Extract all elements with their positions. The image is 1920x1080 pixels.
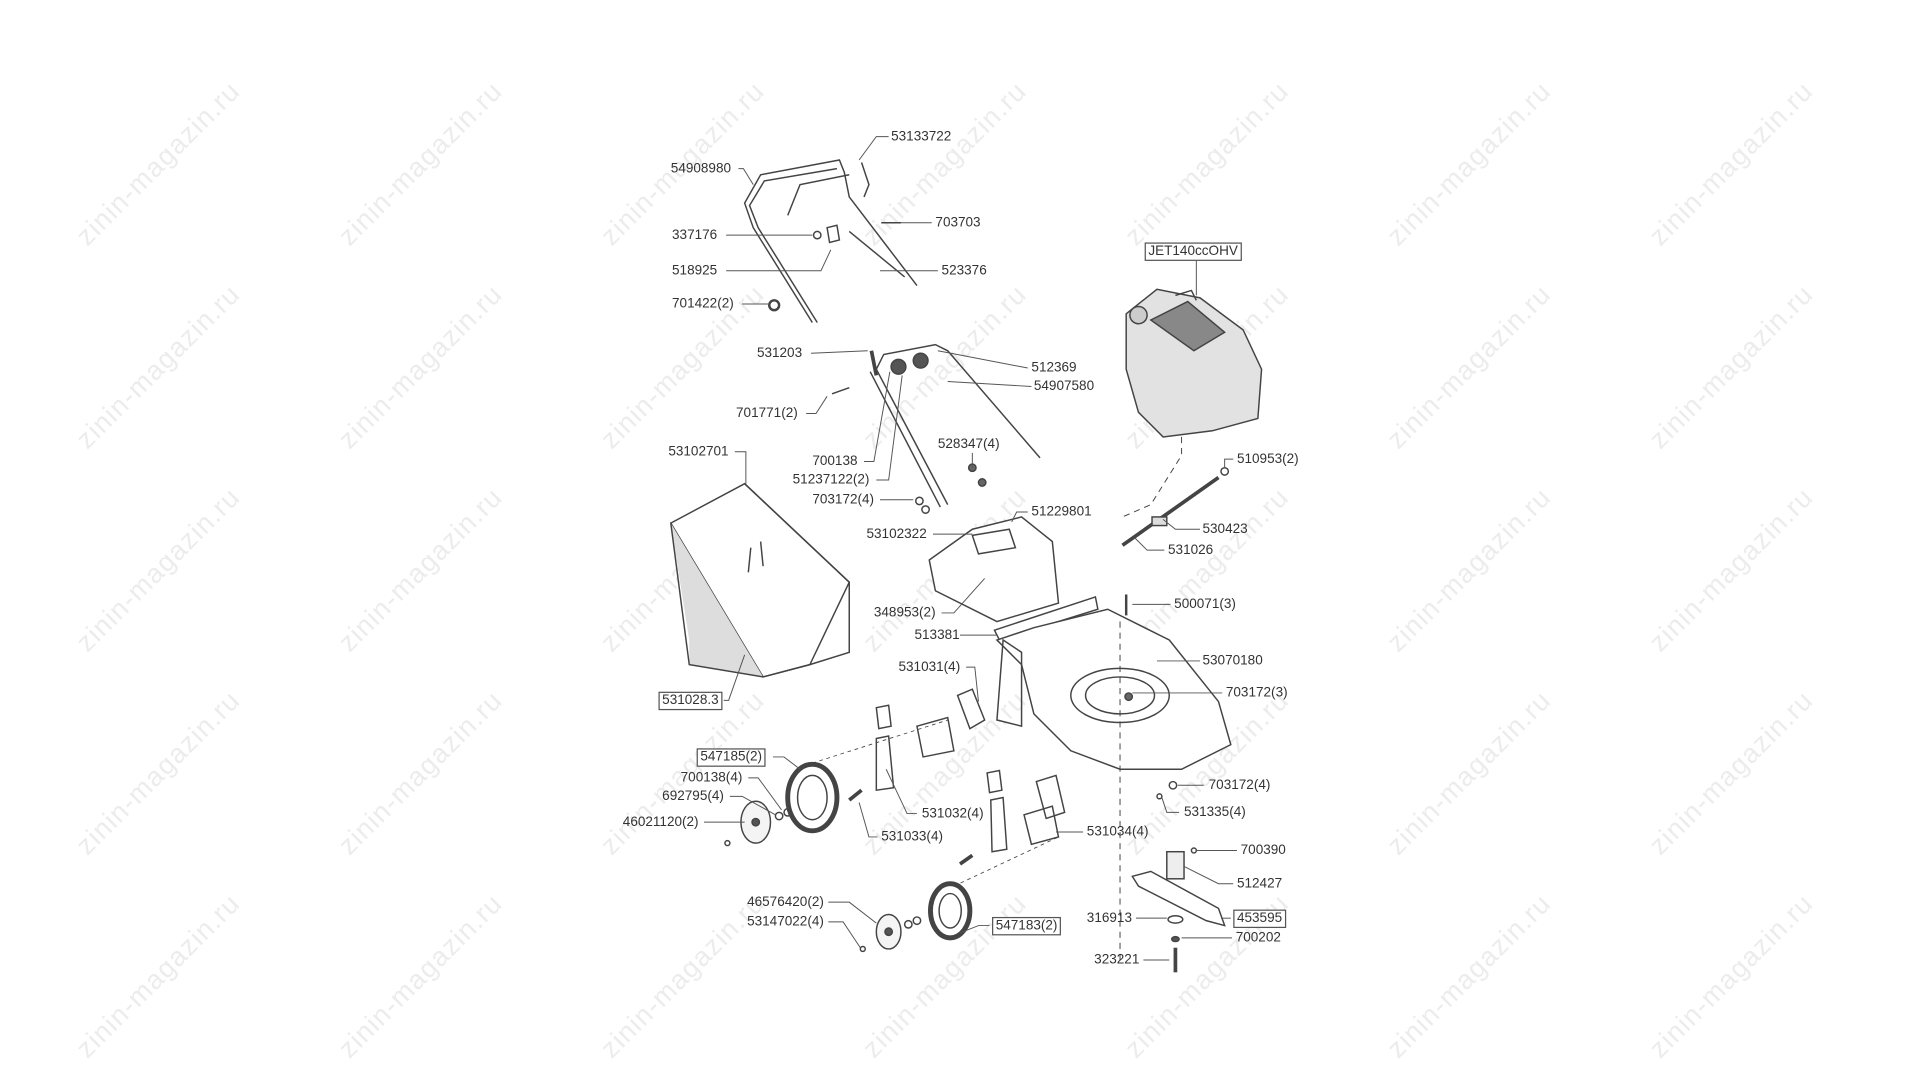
part-label: 701422(2) [672,296,734,312]
upper-handle [743,159,918,323]
part-label: 703172(4) [1208,777,1271,793]
part-label: 46576420(2) [747,894,824,910]
part-label: 512427 [1236,876,1283,892]
part-label: 531026 [1168,542,1214,558]
part-label: 51229801 [1031,504,1092,520]
part-label: 531034(4) [1086,824,1149,840]
mower-deck [995,608,1232,961]
part-label: 700390 [1240,843,1286,858]
part-label: 703703 [935,215,981,231]
part-label: 46021120(2) [622,814,699,830]
part-label: 701771(2) [736,406,798,421]
part-label: 53102322 [866,526,927,542]
part-label: 337176 [672,227,718,243]
cable-and-clip [768,222,906,312]
part-label: 500071(3) [1174,596,1236,612]
part-label: 54908980 [670,161,732,177]
part-label-boxed: 453595 [1233,909,1286,929]
part-label: 510953(2) [1236,451,1299,467]
height-adjusters [812,688,1066,887]
engine-model-label: JET140ccOHV [1144,242,1242,261]
part-label: 530423 [1202,521,1248,537]
part-label: 518925 [672,263,718,279]
part-label: 528347(4) [937,436,1000,452]
part-label: 513381 [914,627,960,643]
part-label: 53070180 [1202,653,1263,669]
part-label: 531031(4) [898,659,961,675]
engine [1122,288,1263,518]
part-label-boxed: 547185(2) [696,748,766,767]
part-label: 703172(3) [1225,685,1288,701]
part-label: 700138(4) [680,770,743,786]
part-label: 531335(4) [1184,804,1246,820]
part-label: 531032(4) [921,806,984,821]
part-label-boxed: 547183(2) [992,916,1062,936]
part-label: 512369 [1031,360,1077,376]
part-label: 700138 [812,454,858,469]
part-label: 703172(4) [812,492,875,508]
wheels [724,761,973,953]
part-label: 53133722 [891,129,952,145]
rear-flap [928,516,1099,641]
part-label: 700202 [1235,930,1281,946]
part-label-boxed: 531028.3 [658,691,723,711]
part-label: 692795(4) [662,788,724,804]
part-label: 323221 [1094,952,1140,968]
blade-assembly [1131,780,1226,973]
part-label: 531033(4) [881,829,943,845]
part-label: 523376 [941,263,987,279]
leader-lines [704,136,1237,961]
part-label: 348953(2) [873,605,936,621]
part-label: 54907580 [1033,379,1095,394]
part-label: 531203 [756,345,803,361]
part-label: 316913 [1086,910,1132,926]
grass-catcher [669,482,851,678]
part-label: 53147022(4) [747,914,824,930]
part-label: 53102701 [668,444,729,460]
part-label: 51237122(2) [792,472,870,488]
